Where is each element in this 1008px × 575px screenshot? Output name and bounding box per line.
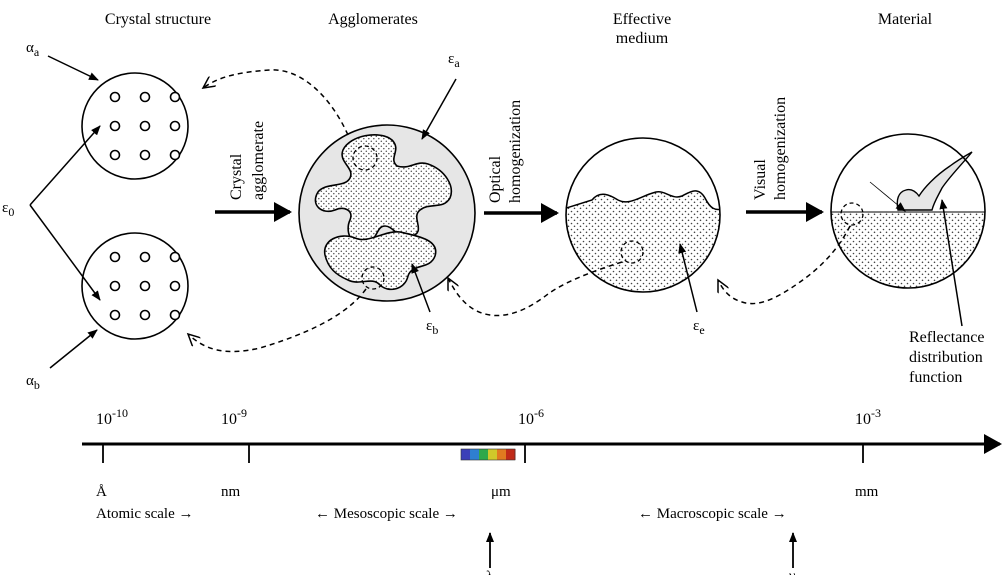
visible-spectrum-bar bbox=[461, 449, 516, 460]
crystal-agglomerate-label-2: agglomerate bbox=[250, 121, 267, 200]
title-effective: Effective bbox=[613, 11, 671, 28]
optical-label-2: homogenization bbox=[507, 100, 524, 203]
epsilon-0-arrow-up bbox=[29, 125, 101, 206]
effective-medium-circle bbox=[565, 137, 721, 293]
unit-nm: nm bbox=[221, 484, 241, 500]
reflectance-label-3: function bbox=[909, 369, 962, 386]
epsilon-a-label: εa bbox=[448, 51, 460, 70]
agglomerate-circle bbox=[298, 124, 476, 302]
title-agglomerates: Agglomerates bbox=[328, 11, 418, 28]
title-material: Material bbox=[878, 11, 933, 28]
spectrum-segment bbox=[461, 449, 471, 460]
atomic-scale-label: Atomic scale → bbox=[96, 506, 193, 522]
reflectance-label-1: Reflectance bbox=[909, 329, 985, 346]
material-circle bbox=[830, 133, 986, 289]
spectrum-segment bbox=[479, 449, 489, 460]
dashed-arrow-to-effective bbox=[718, 225, 851, 305]
nu-label: ν bbox=[789, 569, 795, 575]
crystal-circle-a bbox=[81, 72, 189, 180]
tick-label-1e-6: 10-6 bbox=[518, 406, 544, 428]
epsilon-b-arrow bbox=[411, 263, 431, 313]
unit-um: μm bbox=[491, 484, 511, 500]
visual-label-2: homogenization bbox=[772, 97, 789, 200]
tick-label-1e-3: 10-3 bbox=[855, 406, 881, 428]
scale-ticks bbox=[102, 444, 864, 463]
reflectance-arrow bbox=[939, 199, 963, 327]
title-crystal-structure: Crystal structure bbox=[105, 11, 211, 28]
dashed-arrow-to-crystal-b bbox=[188, 288, 367, 353]
epsilon-a-arrow bbox=[421, 78, 457, 140]
crystal-circle-b bbox=[81, 232, 189, 340]
spectrum-segment bbox=[497, 449, 507, 460]
crystal-agglomerate-label-1: Crystal bbox=[228, 153, 245, 200]
epsilon-e-label: εe bbox=[693, 318, 705, 337]
unit-mm: mm bbox=[855, 484, 879, 500]
spectrum-segment bbox=[488, 449, 498, 460]
title-medium: medium bbox=[616, 30, 669, 47]
optical-label-1: Optical bbox=[487, 155, 504, 203]
mesoscopic-scale-label: ← Mesoscopic scale → bbox=[315, 506, 458, 522]
spectrum-segment bbox=[470, 449, 480, 460]
lambda-label: λ bbox=[486, 569, 493, 575]
reflectance-label-2: distribution bbox=[909, 349, 983, 366]
alpha-a-arrow bbox=[47, 55, 99, 81]
dashed-arrow-to-agglomerate bbox=[448, 261, 623, 317]
unit-angstrom: Å bbox=[96, 484, 107, 500]
epsilon-0-label: ε0 bbox=[2, 200, 14, 219]
alpha-b-arrow bbox=[49, 329, 98, 369]
tick-label-1e-9: 10-9 bbox=[221, 406, 247, 428]
epsilon-e-arrow bbox=[678, 243, 698, 313]
dashed-arrow-to-crystal-a bbox=[203, 69, 349, 136]
epsilon-0-arrow-down bbox=[29, 204, 101, 301]
visual-label-1: Visual bbox=[752, 159, 769, 200]
epsilon-b-label: εb bbox=[426, 318, 438, 337]
macroscopic-scale-label: ← Macroscopic scale → bbox=[638, 506, 787, 522]
tick-label-1e-10: 10-10 bbox=[96, 406, 128, 428]
alpha-b-label: αb bbox=[26, 373, 40, 392]
spectrum-segment bbox=[506, 449, 516, 460]
alpha-a-label: αa bbox=[26, 40, 40, 59]
